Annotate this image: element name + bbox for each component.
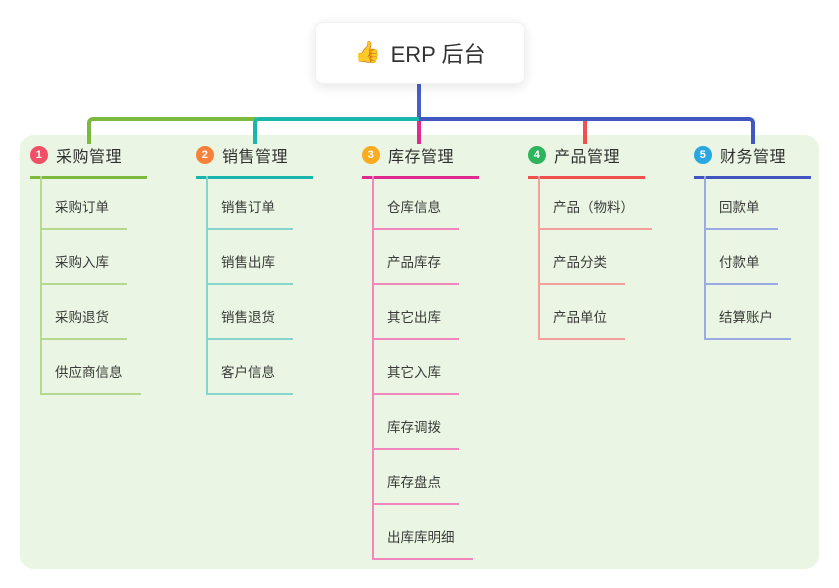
mindmap-panel	[20, 135, 819, 569]
branch-children-line	[372, 176, 374, 558]
child-node[interactable]: 产品库存	[372, 254, 459, 285]
branch-number-badge: 4	[528, 146, 546, 164]
connector-l-branch-1	[87, 117, 257, 144]
branch-number-badge: 3	[362, 146, 380, 164]
child-node[interactable]: 仓库信息	[372, 199, 459, 230]
child-node[interactable]: 库存调拨	[372, 419, 459, 450]
connector-root-line	[417, 82, 421, 118]
child-node[interactable]: 采购退货	[40, 309, 127, 340]
child-node[interactable]: 其它入库	[372, 364, 459, 395]
root-node[interactable]: 👍 ERP 后台	[315, 22, 525, 84]
branch-children-line	[704, 176, 706, 338]
branch-column-2: 2 销售管理销售订单销售出库销售退货客户信息	[196, 143, 360, 395]
child-node[interactable]: 库存盘点	[372, 474, 459, 505]
connector-l-branch-5	[419, 117, 755, 144]
branch-node-label: 库存管理	[388, 149, 455, 166]
child-node[interactable]: 采购订单	[40, 199, 127, 230]
thumbs-up-icon: 👍	[354, 41, 381, 64]
child-node[interactable]: 产品（物料）	[538, 199, 652, 230]
child-node[interactable]: 销售退货	[206, 309, 293, 340]
branch-column-3: 3 库存管理仓库信息产品库存其它出库其它入库库存调拨库存盘点出库库明细	[362, 143, 526, 560]
child-node[interactable]: 结算账户	[704, 309, 791, 340]
branch-node-1[interactable]: 1 采购管理	[30, 143, 147, 179]
branch-node-2[interactable]: 2 销售管理	[196, 143, 313, 179]
child-node[interactable]: 销售出库	[206, 254, 293, 285]
branch-node-label: 财务管理	[720, 149, 787, 166]
connector-drop-branch-3	[417, 117, 421, 144]
root-node-label: ERP 后台	[390, 42, 486, 67]
child-node[interactable]: 供应商信息	[40, 364, 141, 395]
child-node[interactable]: 产品单位	[538, 309, 625, 340]
branch-node-label: 产品管理	[554, 149, 621, 166]
branch-number-badge: 1	[30, 146, 48, 164]
branch-node-label: 销售管理	[222, 149, 289, 166]
child-node[interactable]: 出库库明细	[372, 529, 473, 560]
branch-node-label: 采购管理	[56, 149, 123, 166]
child-node[interactable]: 付款单	[704, 254, 778, 285]
branch-column-4: 4 产品管理产品（物料） 产品分类产品单位	[528, 143, 692, 340]
branch-number-badge: 5	[694, 146, 712, 164]
branch-column-5: 5 财务管理回款单付款单结算账户	[694, 143, 839, 340]
connector-l-branch-2	[253, 117, 423, 144]
connector-drop-branch-4	[583, 117, 587, 144]
child-node[interactable]: 销售订单	[206, 199, 293, 230]
child-node[interactable]: 客户信息	[206, 364, 293, 395]
branch-node-5[interactable]: 5 财务管理	[694, 143, 811, 179]
child-node[interactable]: 产品分类	[538, 254, 625, 285]
child-node[interactable]: 采购入库	[40, 254, 127, 285]
branch-node-4[interactable]: 4 产品管理	[528, 143, 645, 179]
branch-column-1: 1 采购管理采购订单采购入库采购退货供应商信息	[30, 143, 194, 395]
branch-number-badge: 2	[196, 146, 214, 164]
branch-node-3[interactable]: 3 库存管理	[362, 143, 479, 179]
branch-children-line	[538, 176, 540, 338]
child-node[interactable]: 其它出库	[372, 309, 459, 340]
child-node[interactable]: 回款单	[704, 199, 778, 230]
